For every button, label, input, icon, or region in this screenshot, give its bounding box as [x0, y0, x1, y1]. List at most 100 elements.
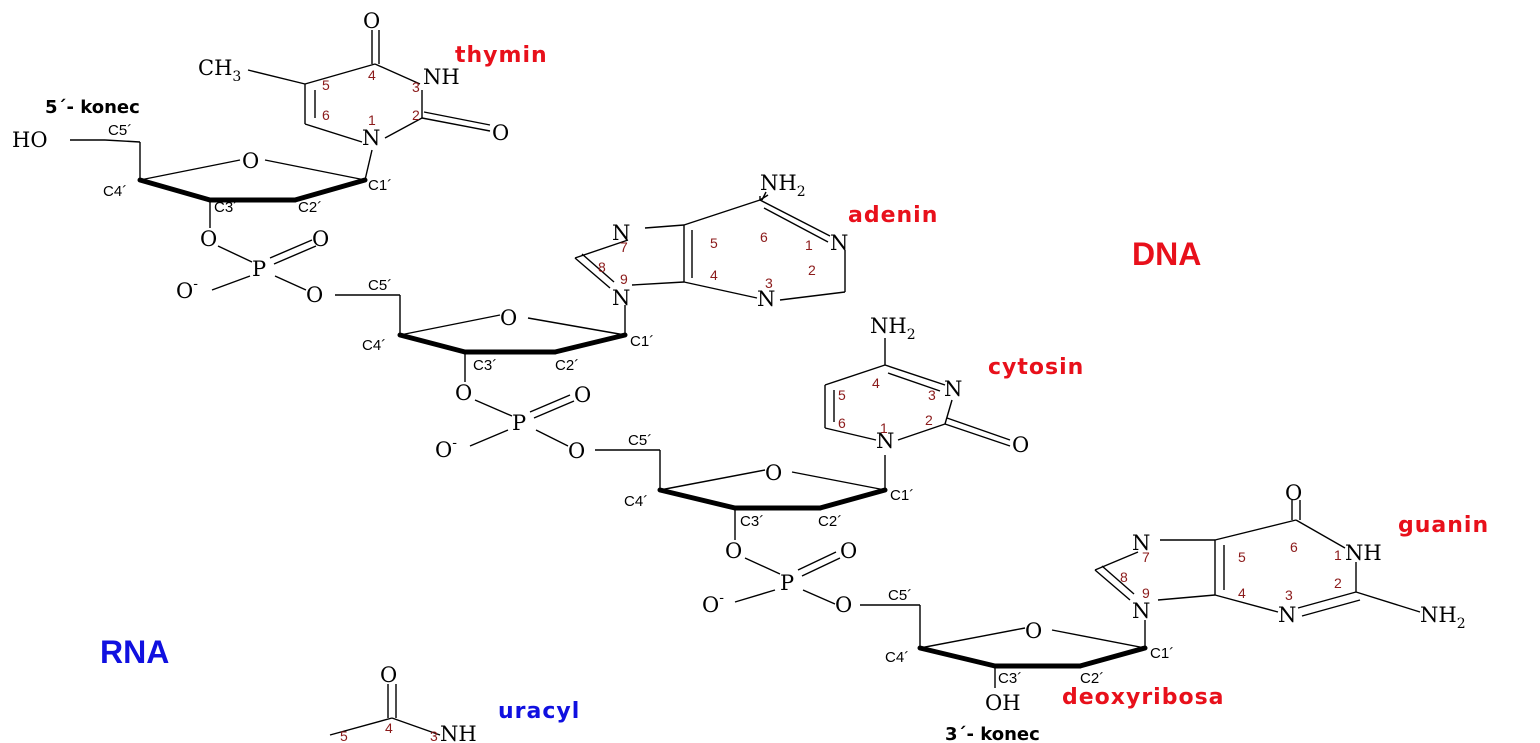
ring-number: 6: [1290, 539, 1298, 555]
sugar4-ring-o: O: [1025, 619, 1042, 643]
label-5-end: 5´- konec: [45, 97, 140, 118]
ring-number: 1: [368, 112, 376, 128]
ring-number: 2: [1334, 575, 1342, 591]
cytosine-n1: N: [876, 429, 894, 453]
ring-number: 8: [1120, 569, 1128, 585]
ring-number: 5: [322, 77, 330, 93]
ring-number: 3: [1285, 587, 1293, 603]
ring-number: 7: [1142, 549, 1150, 565]
ring-number: 2: [412, 107, 420, 123]
ring-number: 4: [1238, 585, 1246, 601]
sugar3-ring-o: O: [765, 461, 782, 485]
guanine-carbonyl-o: O: [1285, 481, 1302, 505]
label-rna: RNA: [100, 634, 169, 670]
sugar4-c4: C4´: [885, 649, 909, 666]
ring-number: 4: [710, 267, 718, 283]
phosphate3-link-o: O: [835, 593, 852, 617]
ring-number: 6: [838, 415, 846, 431]
phosphate3-double-o: O: [840, 539, 857, 563]
phosphate1-double-o: O: [312, 227, 329, 251]
sugar3-c4: C4´: [624, 493, 648, 510]
sugar3-c3: C3´: [740, 513, 764, 530]
phosphate2-o-minus: O-: [435, 435, 457, 462]
label-thymin: thymin: [455, 43, 548, 68]
ring-number: 5: [838, 387, 846, 403]
ring-number: 4: [385, 720, 393, 736]
label-guanin: guanin: [1398, 513, 1489, 538]
ring-number: 3: [765, 275, 773, 291]
sugar1-c5: C5´: [108, 122, 132, 139]
ring-number: 2: [925, 412, 933, 428]
sugar2-c2: C2´: [555, 357, 579, 374]
phosphate1-link-o: O: [306, 283, 323, 307]
ring-number: 3: [412, 79, 420, 95]
ring-number: 1: [880, 420, 888, 436]
adenine-amino: NH2: [760, 171, 806, 200]
ring-number: 9: [620, 271, 628, 287]
ring-number: 7: [620, 239, 628, 255]
ring-number: 8: [598, 259, 606, 275]
sugar2-c1: C1´: [630, 333, 654, 350]
sugar4-c5: C5´: [888, 587, 912, 604]
phosphate1-ester-o: O: [200, 227, 217, 251]
phosphate2-link-o: O: [568, 439, 585, 463]
adenine-n1: N: [830, 231, 848, 255]
thymine-n1: N: [362, 126, 380, 150]
sugar3-c2: C2´: [818, 513, 842, 530]
guanine-amino: NH2: [1420, 603, 1466, 632]
ring-number: 4: [872, 375, 880, 391]
ring-number: 1: [805, 237, 813, 253]
sugar4-c3: C3´: [998, 670, 1022, 687]
phosphate3-ester-o: O: [725, 539, 742, 563]
hydroxyl-5-end: HO: [12, 128, 48, 152]
adenine-n7: N: [612, 221, 630, 245]
cytosine-amino: NH2: [870, 314, 916, 343]
ring-number: 9: [1142, 585, 1150, 601]
phosphate2-ester-o: O: [455, 381, 472, 405]
label-cytosin: cytosin: [988, 355, 1084, 380]
hydroxyl-3-end: OH: [985, 691, 1021, 715]
sugar2-c4: C4´: [362, 337, 386, 354]
cytosine-c2-o: O: [1012, 433, 1029, 457]
ring-number: 6: [760, 229, 768, 245]
ring-numbers: 4 3 5 6 1 2 7 8 9 5 6 1 2 3 4 4 5 6 1 2 …: [322, 67, 1342, 743]
phosphorus-3: P: [780, 571, 794, 595]
sugar1-ring-o: O: [242, 149, 259, 173]
name-labels: thymin adenin cytosin guanin uracyl deox…: [45, 43, 1489, 743]
sugar4-c2: C2´: [1080, 670, 1104, 687]
guanine-n9: N: [1132, 599, 1150, 623]
ring-number: 4: [368, 67, 376, 83]
thymine-carbonyl-o: O: [363, 9, 380, 33]
ring-number: 5: [1238, 549, 1246, 565]
guanine-n1-h: NH: [1345, 541, 1382, 565]
sugar2-ring-o: O: [500, 306, 517, 330]
phosphate3-o-minus: O-: [702, 590, 724, 617]
ring-number: 3: [430, 728, 438, 743]
sugar2-c3: C3´: [473, 357, 497, 374]
phosphorus-1: P: [252, 257, 266, 281]
label-3-end: 3´- konec: [945, 724, 1040, 743]
cytosine-n3: N: [944, 377, 962, 401]
carbon-labels: C5´ C4´ C3´ C2´ C1´ C5´ C4´ C3´ C2´ C1´ …: [103, 122, 1174, 687]
ring-number: 5: [710, 235, 718, 251]
phosphate1-o-minus: O-: [176, 276, 198, 303]
label-deoxyribosa: deoxyribosa: [1062, 685, 1225, 710]
label-uracyl: uracyl: [498, 699, 580, 724]
ring-number: 6: [322, 107, 330, 123]
adenine-n3: N: [757, 287, 775, 311]
sugar2-c5: C5´: [368, 277, 392, 294]
thymine-methyl: CH3: [198, 56, 241, 85]
sugar3-c1: C1´: [890, 487, 914, 504]
ring-number: 3: [928, 387, 936, 403]
sugar1-c1: C1´: [368, 177, 392, 194]
uracil-carbonyl-o: O: [380, 663, 397, 687]
thymine-n3-h: NH: [423, 65, 460, 89]
label-dna: DNA: [1132, 236, 1201, 272]
guanine-n3: N: [1278, 603, 1296, 627]
phosphorus-2: P: [512, 411, 526, 435]
sugar1-c2: C2´: [298, 199, 322, 216]
sugar1-c3: C3´: [214, 199, 238, 216]
atom-labels: O CH3 NH N O HO O O P O O- O O NH2 N N N…: [12, 9, 1466, 743]
ring-number: 5: [340, 728, 348, 743]
